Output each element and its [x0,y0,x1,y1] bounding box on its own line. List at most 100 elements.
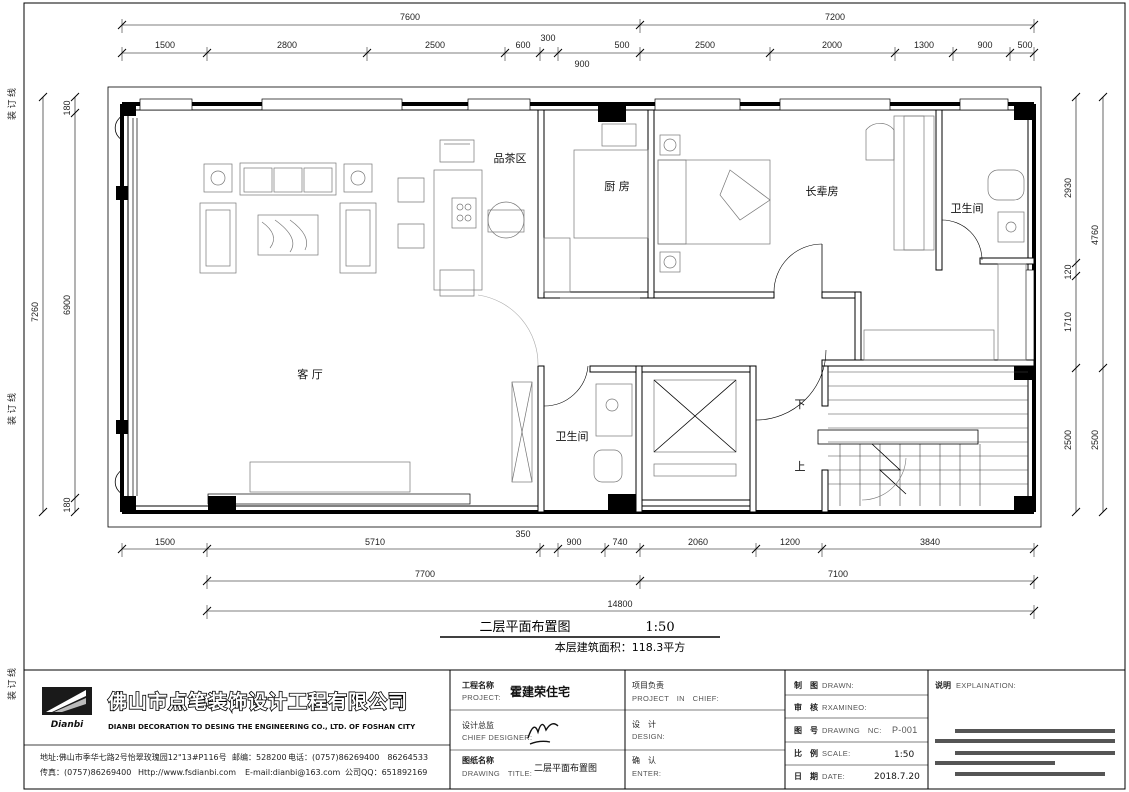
drawn-label: 制 图 [794,680,818,690]
designer-label-en: CHIEF DESIGNER: [462,733,532,742]
date-label: 日 期 [794,771,818,781]
dim-top-2: 2800 [277,40,297,50]
company-name-en: DIANBI DECORATION TO DESING THE ENGINEER… [108,723,416,731]
binding-label-3: 装 订 线 [6,668,17,700]
room-bath-lower: 卫生间 [556,429,589,443]
dim-top-3: 2500 [425,40,445,50]
designer-label: 设计总监 [462,720,494,730]
sheet-frame [23,2,1126,790]
company-address: 地址:佛山市季华七路2号怡翠玫瑰园12"13#P116号 [40,752,227,762]
company-logo: Dianbi [42,687,92,730]
enter-label-en: ENTER: [632,769,661,778]
dim-bot-1: 1500 [155,537,175,547]
dim-top-1: 1500 [155,40,175,50]
left-dimensions: 7260 180 6900 180 [30,92,80,517]
date-label-en: DATE: [822,772,845,781]
drawing-label-en: DRAWING TITLE: [462,769,532,778]
dim-bot-5: 740 [612,537,627,547]
binding-label-2: 装 订 线 [6,393,17,425]
room-living: 客 厅 [297,367,323,381]
no-value: P-001 [892,725,918,735]
company-fax: 传真：(0757)86269400 [40,767,131,777]
explain-label: 说明 [935,680,951,690]
room-elder: 长辈房 [806,184,839,198]
project-name: 霍建荣住宅 [510,684,570,699]
company-email: E-mail:dianbi@163.com [245,768,340,777]
drawn-label-en: DRAWN: [822,681,854,690]
title-block: Dianbi 佛山市点笔装饰设计工程有限公司 DIANBI DECORATION… [24,670,1115,789]
dim-top-5: 300 [540,33,555,43]
top-dimensions: 7600 7200 1500 2800 2500 600 300 500 250… [117,12,1039,69]
design-label: 设 计 [632,719,656,729]
dim-top-extra: 900 [574,59,589,69]
dim-right-120: 120 [1063,264,1073,279]
dim-bot-14800: 14800 [607,599,632,609]
scale-label: 比 例 [794,748,818,758]
dim-bot-4: 900 [566,537,581,547]
dim-left-7260: 7260 [30,302,40,322]
dim-top-7200: 7200 [825,12,845,22]
dim-bot-7: 1200 [780,537,800,547]
dim-top-7: 2500 [695,40,715,50]
company-phone: 电话：(0757)86269400 86264533 [288,752,428,762]
company-web: Http://www.fsdianbi.com [138,768,236,777]
project-label: 工程名称 [462,680,494,690]
company-qq: 公司QQ：651892169 [345,768,427,777]
designer-signature [527,723,559,745]
dim-left-180b: 180 [62,497,72,512]
dim-right-2500a: 2500 [1063,430,1073,450]
dim-right-1710: 1710 [1063,312,1073,332]
dim-right-2930: 2930 [1063,178,1073,198]
dim-top-9: 1300 [914,40,934,50]
dim-bot-3: 350 [515,529,530,539]
drawing-scale: 1:50 [645,620,674,635]
no-label: 图 号 [794,726,818,735]
pic-label-en: PROJECT IN CHIEF: [632,694,719,703]
logo-text: Dianbi [51,720,84,730]
dim-top-7600: 7600 [400,12,420,22]
binding-label-1: 装 订 线 [6,88,17,120]
furniture [199,115,1028,506]
dim-bot-7700: 7700 [415,569,435,579]
no-label-en: DRAWING NC: [822,726,882,735]
drawing-title-block: 二层平面布置图 1:50 本层建筑面积：118.3平方 [440,620,720,654]
dim-top-8: 2000 [822,40,842,50]
dim-left-180a: 180 [62,100,72,115]
date-value: 2018.7.20 [874,772,920,782]
scale-label-en: SCALE: [822,749,850,758]
dim-bot-6: 2060 [688,537,708,547]
site-boundary [107,86,1042,528]
scale-value: 1:50 [894,750,914,760]
dim-right-4760: 4760 [1090,225,1100,245]
stair-down-label: 下 [795,398,806,411]
drawing-name: 二层平面布置图 [534,762,597,774]
dim-top-6: 500 [614,40,629,50]
design-label-en: DESIGN: [632,732,665,741]
company-name-cn: 佛山市点笔装饰设计工程有限公司 [107,690,408,713]
enter-label: 确 认 [632,755,656,765]
bottom-dimensions: 1500 5710 350 900 740 2060 1200 3840 770… [117,529,1039,619]
dim-bot-7100: 7100 [828,569,848,579]
dim-left-6900: 6900 [62,295,72,315]
room-kitchen: 厨 房 [604,180,630,193]
dim-bot-2: 5710 [365,537,385,547]
dim-top-10: 900 [977,40,992,50]
explanation-notes-blurred [935,729,1115,776]
dim-bot-8: 3840 [920,537,940,547]
dim-right-2500b: 2500 [1090,430,1100,450]
drawing-label: 图纸名称 [462,755,494,765]
room-bath-upper: 卫生间 [951,201,984,215]
company-postcode: 邮编：528200 [232,752,287,762]
exam-label-en: RXAMINEO: [822,703,867,712]
pic-label: 项目负责 [632,680,664,690]
project-label-en: PROJECT: [462,693,501,702]
stair-up-label: 上 [795,460,806,473]
explain-label-en: EXPLAINATION: [956,681,1016,690]
drawing-title: 二层平面布置图 [479,620,570,635]
dim-top-4: 600 [515,40,530,50]
room-tea: 品茶区 [494,152,527,165]
exam-label: 审 核 [794,702,818,712]
walls [114,98,1036,514]
area-note: 本层建筑面积：118.3平方 [555,640,686,654]
